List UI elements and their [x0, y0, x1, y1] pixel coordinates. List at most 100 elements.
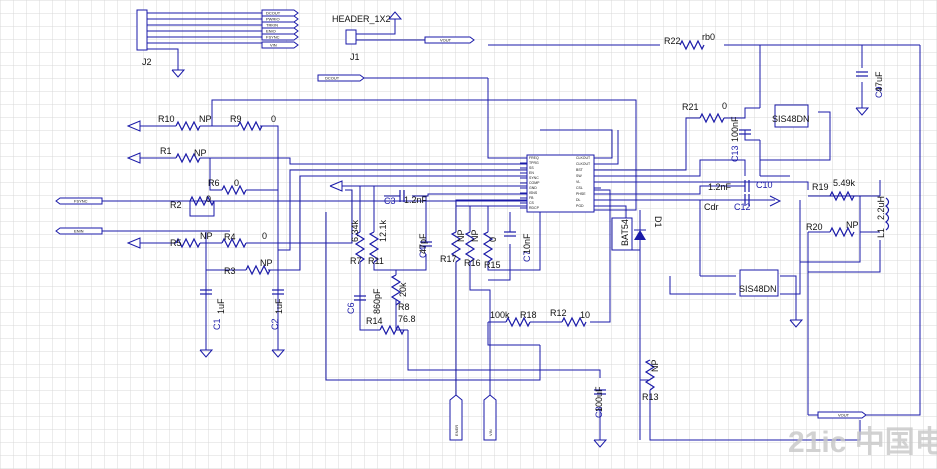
capacitor-ref: C8 [594, 406, 604, 418]
svg-text:VIN: VIN [488, 429, 493, 436]
ic-pin-label: BST [576, 168, 584, 172]
resistor-value: 6.34k [350, 219, 360, 242]
resistor-r3: R3 NP [224, 258, 273, 276]
inductor-l1: L1 2.2uH [876, 196, 890, 238]
resistor-value: NP [260, 258, 273, 268]
resistor-value: 0 [262, 231, 267, 241]
fet-bottom: SIS48DN [739, 269, 779, 297]
resistor-value: 0 [722, 101, 727, 111]
svg-text:DCOUT: DCOUT [325, 76, 340, 81]
resistor-value: NP [456, 229, 466, 242]
ic-pin-label: CSL [576, 186, 583, 190]
ic-pin-label: DL [576, 198, 581, 202]
ic-pin-label: GND [529, 186, 537, 190]
svg-text:D1: D1 [653, 216, 663, 228]
diode-d1: BAT54 D1 [611, 216, 663, 251]
capacitor-value: 1uF [216, 298, 226, 314]
resistor-value: rb0 [702, 32, 715, 42]
resistor-value: 10 [580, 310, 590, 320]
svg-text:SIS48DN: SIS48DN [772, 114, 810, 124]
svg-text:DCOUT: DCOUT [266, 11, 281, 16]
wiring: FSYNC ENIN [55, 44, 921, 448]
resistor-value: NP [650, 359, 660, 372]
resistor-ref: R8 [398, 302, 410, 312]
ic-pin-label: CS [529, 201, 535, 205]
svg-text:PWRIO: PWRIO [266, 17, 280, 22]
svg-text:ENER: ENER [454, 425, 459, 436]
ic-pin-label: CLKOUT [576, 162, 591, 166]
resistor-value: 76.8 [398, 314, 416, 324]
svg-text:J1: J1 [350, 52, 360, 62]
capacitor-value: 1.2nF [708, 182, 732, 192]
ic-pin-label: PGD [576, 204, 584, 208]
svg-text:VOUT: VOUT [838, 413, 850, 418]
capacitor-ref: C2 [270, 318, 280, 330]
capacitor-value: 1.2nF [404, 195, 428, 205]
resistor-ref: R12 [550, 308, 567, 318]
resistor-ref: R1 [160, 146, 172, 156]
ic-pin-label: SYNC [529, 176, 539, 180]
ic-pin-label: TPRG [529, 161, 539, 165]
resistor-ref: R9 [230, 114, 242, 124]
resistor-ref: R2 [170, 200, 182, 210]
resistor-r7: R7 6.34k [350, 219, 366, 266]
svg-text:FSYNC: FSYNC [266, 35, 280, 40]
ic-pin-label: SW [576, 174, 582, 178]
svg-text:VIN: VIN [270, 43, 277, 48]
capacitor-ref: C6 [346, 302, 356, 314]
ic-pin-label: CLKOUT [576, 156, 591, 160]
capacitor-value: Cdr [704, 202, 719, 212]
ic-pin-label: PHSE [576, 192, 586, 196]
resistor-value: NP [199, 114, 212, 124]
resistor-ref: R17 [440, 254, 457, 264]
svg-text:SIS48DN: SIS48DN [739, 284, 777, 294]
ic-pin-label: ISNS [529, 191, 538, 195]
resistor-ref: R14 [366, 316, 383, 326]
resistor-r9: R9 0 [230, 114, 276, 132]
svg-text:L1: L1 [876, 228, 886, 238]
resistor-value: 0 [271, 114, 276, 124]
capacitor-value: 100uF [594, 386, 604, 412]
resistor-ref: R7 [350, 256, 362, 266]
capacitor-value: 100nF [730, 116, 740, 142]
capacitor-ref: C4 [418, 246, 428, 258]
watermark: 21ic 中国电子网 [788, 426, 937, 459]
ic-pin-label: VL [576, 180, 580, 184]
resistor-r17: R17 NP [440, 229, 466, 264]
svg-text:FSYNC: FSYNC [74, 199, 88, 204]
resistor-ref: R3 [224, 266, 236, 276]
capacitor-value: 47pF [418, 233, 428, 254]
resistor-ref: R13 [642, 392, 659, 402]
j2-label: J2 [142, 57, 152, 67]
capacitor-ref: C9 [874, 86, 884, 98]
resistor-value: 0 [488, 237, 498, 242]
resistor-value: 12.1k [378, 219, 388, 242]
fet-top: SIS48DN [772, 104, 810, 128]
svg-text:2.2uH: 2.2uH [876, 196, 886, 220]
capacitor-ref: C1 [212, 318, 222, 330]
svg-text:TRKIN: TRKIN [266, 23, 278, 28]
capacitor-ref: C7 [522, 250, 532, 262]
resistor-ref: R5 [170, 238, 182, 248]
resistor-ref: R11 [368, 256, 384, 266]
